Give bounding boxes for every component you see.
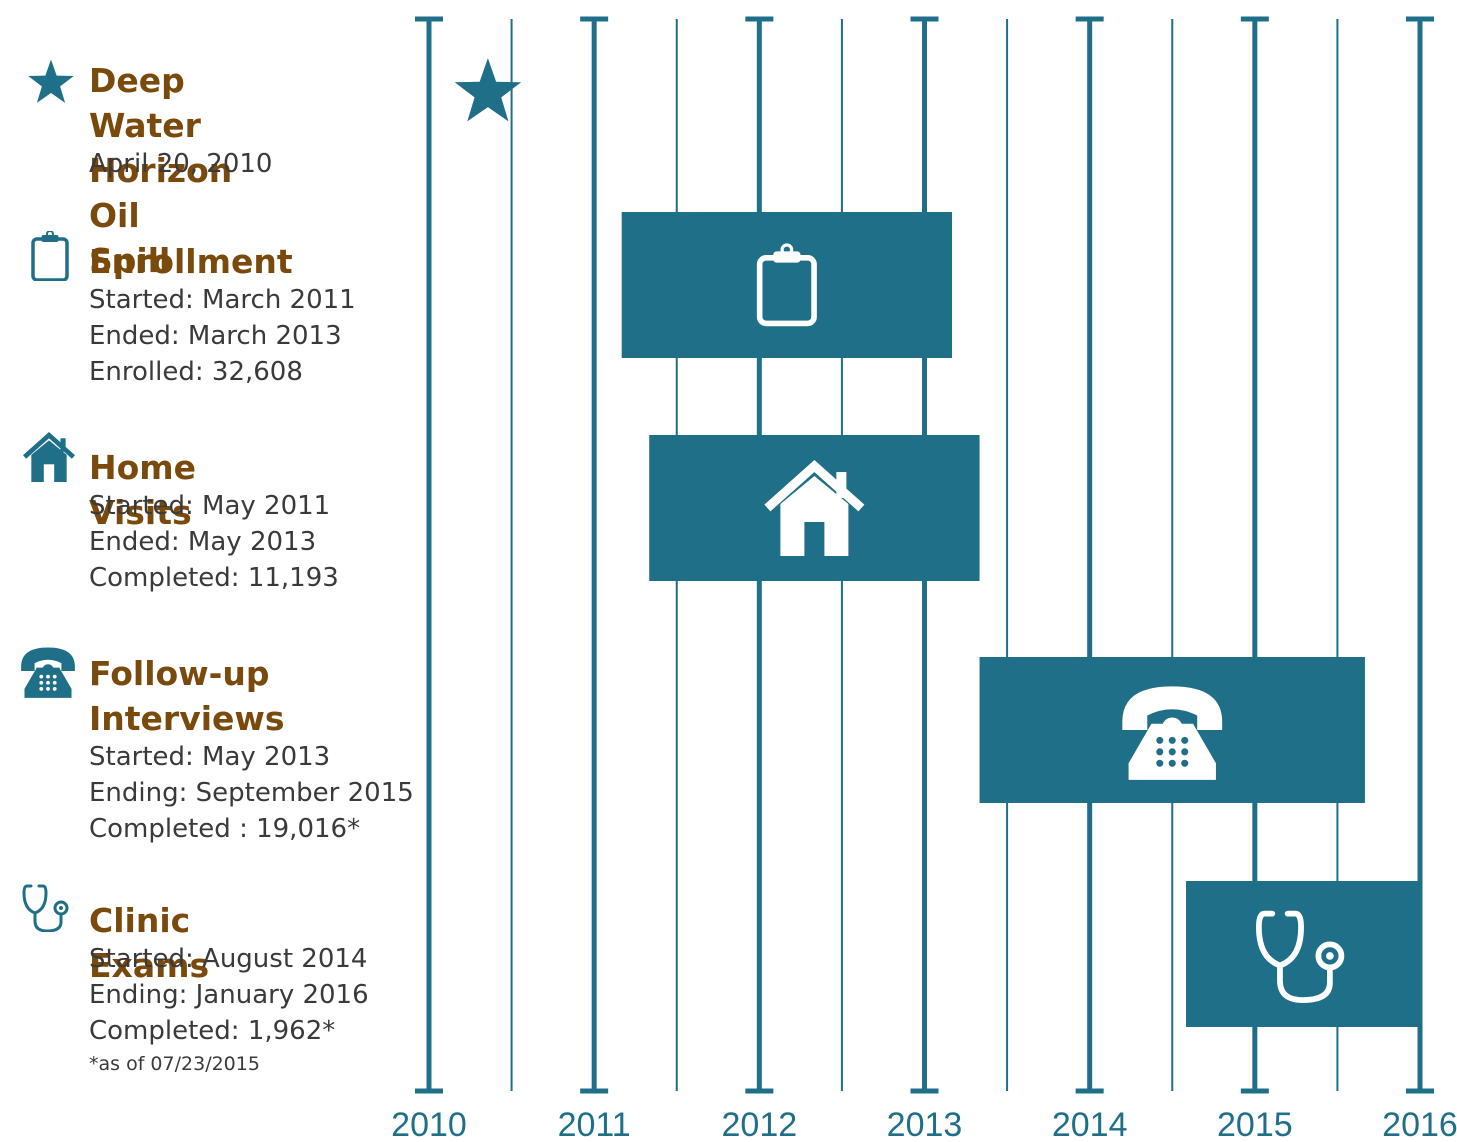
legend-ending: Ending: September 2015: [89, 778, 414, 808]
x-tick-label: 2015: [1217, 1106, 1293, 1142]
x-tick-label: 2011: [558, 1106, 631, 1142]
house-icon: [23, 432, 75, 482]
x-tick-label: 2014: [1052, 1106, 1128, 1142]
stethoscope-icon: [22, 884, 69, 932]
x-tick-label: 2012: [722, 1106, 798, 1142]
footnote: *as of 07/23/2015: [89, 1053, 260, 1075]
legend-started: Started: August 2014: [89, 944, 368, 974]
star-icon: [28, 59, 74, 103]
house-icon: [23, 432, 75, 482]
legend-date: April 20, 2010: [89, 149, 273, 179]
legend-count: Completed : 19,016*: [89, 814, 361, 844]
legend-title: Clinic Exams: [89, 901, 210, 985]
stethoscope-icon: [1255, 910, 1345, 1003]
star-icon: [28, 59, 74, 103]
clipboard-icon: [31, 231, 69, 281]
legend-title: Enrollment: [89, 242, 293, 281]
gantt-bar-stethoscope: [1186, 881, 1420, 1027]
legend-count: Completed: 11,193: [89, 563, 339, 593]
telephone-icon: [21, 647, 75, 698]
legend-ending: Ending: January 2016: [89, 980, 369, 1010]
legend-count: Completed: 1,962*: [89, 1016, 336, 1046]
x-tick-label: 2010: [391, 1106, 467, 1142]
legend-started: Started: May 2013: [89, 742, 331, 772]
legend-count: Enrolled: 32,608: [89, 357, 303, 387]
gantt-bar-clipboard: [621, 212, 953, 358]
legend-ended: Ended: March 2013: [89, 321, 342, 351]
legend-title: Home Visits: [89, 448, 197, 532]
legend-ended: Ended: May 2013: [89, 527, 317, 557]
clipboard-icon: [31, 231, 69, 281]
legend-started: Started: May 2011: [89, 491, 331, 521]
clipboard-icon: [756, 243, 817, 327]
x-tick-label: 2016: [1382, 1106, 1457, 1142]
house-icon: [764, 459, 865, 556]
legend-title: Deep Water Horizon Oil Spill: [89, 61, 233, 280]
telephone-icon: [21, 647, 75, 698]
legend-started: Started: March 2011: [89, 285, 356, 315]
star-icon: [454, 58, 522, 122]
x-tick-label: 2013: [887, 1106, 963, 1142]
stethoscope-icon: [22, 884, 69, 932]
legend-title: Follow-up Interviews: [89, 654, 285, 738]
